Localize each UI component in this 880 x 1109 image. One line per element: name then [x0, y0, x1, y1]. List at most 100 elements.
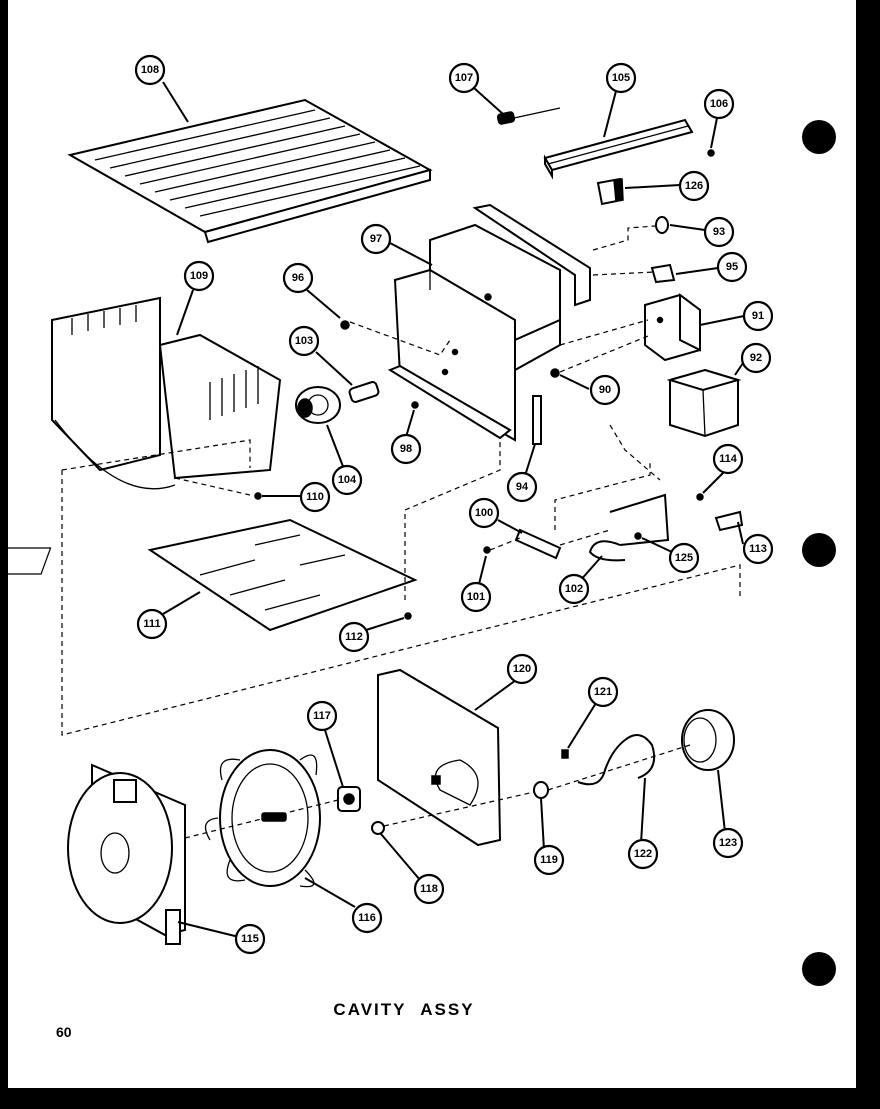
callout-115: 115: [234, 923, 266, 955]
callout-118: 118: [413, 873, 445, 905]
svg-text:90: 90: [599, 384, 611, 396]
callout-126: 126: [678, 170, 710, 202]
svg-text:111: 111: [143, 618, 160, 630]
part-nut-90: [550, 368, 560, 378]
part-bracket-100: [514, 528, 562, 560]
part-cavity-housing: [387, 203, 591, 442]
svg-text:120: 120: [513, 663, 531, 675]
svg-text:107: 107: [455, 72, 473, 84]
binder-hole-top: [802, 120, 836, 154]
svg-text:122: 122: [634, 848, 652, 860]
callout-91: 91: [742, 300, 774, 332]
callout-97: 97: [360, 223, 392, 255]
callout-106: 106: [703, 88, 735, 120]
callout-102: 102: [558, 573, 590, 605]
callout-93: 93: [703, 216, 735, 248]
part-panel-120: [377, 668, 502, 847]
svg-text:108: 108: [141, 64, 159, 76]
callout-109: 109: [183, 260, 215, 292]
part-screw-101: [483, 546, 491, 554]
callout-121: 121: [587, 676, 619, 708]
diagram-title: CAVITY ASSY: [333, 1000, 475, 1019]
svg-text:125: 125: [675, 552, 693, 564]
svg-text:117: 117: [313, 710, 331, 722]
callout-95: 95: [716, 251, 748, 283]
callout-111: 111: [136, 608, 168, 640]
callout-94: 94: [506, 471, 538, 503]
part-screw-98: [411, 401, 419, 409]
part-rail: [543, 118, 694, 180]
svg-text:98: 98: [400, 443, 412, 455]
callout-120: 120: [506, 653, 538, 685]
callout-96: 96: [282, 262, 314, 294]
callout-100: 100: [468, 497, 500, 529]
svg-text:116: 116: [358, 912, 376, 924]
svg-text:109: 109: [190, 270, 208, 282]
part-blower-duct: [51, 296, 282, 490]
svg-text:95: 95: [726, 261, 738, 273]
assembly-guide-lines: [61, 225, 741, 839]
callout-105: 105: [605, 62, 637, 94]
callout-114: 114: [712, 443, 744, 475]
svg-text:119: 119: [540, 854, 558, 866]
leader-lines: [162, 81, 746, 938]
callout-122: 122: [627, 838, 659, 870]
svg-text:96: 96: [292, 272, 304, 284]
part-hub-117: [337, 786, 361, 812]
part-screw-106: [707, 149, 715, 157]
svg-text:104: 104: [338, 474, 357, 486]
part-floor-plate: [0, 518, 418, 632]
part-strip-94: [532, 395, 542, 445]
part-clip-95: [650, 263, 676, 284]
svg-text:106: 106: [710, 98, 728, 110]
part-screw-125: [634, 532, 642, 540]
callout-112: 112: [338, 621, 370, 653]
part-screw-110: [254, 492, 262, 500]
svg-text:123: 123: [719, 837, 737, 849]
part-nut-119: [533, 781, 549, 799]
svg-text:105: 105: [612, 72, 630, 84]
binder-hole-bottom: [802, 952, 836, 986]
part-fan-116: [204, 749, 321, 888]
part-rack-grille: [67, 98, 433, 244]
part-screw-121: [561, 749, 569, 759]
svg-text:101: 101: [467, 591, 485, 603]
svg-text:97: 97: [370, 233, 382, 245]
svg-text:113: 113: [749, 543, 767, 555]
part-wire-122: [577, 734, 656, 786]
svg-text:103: 103: [295, 335, 313, 347]
svg-text:91: 91: [752, 310, 764, 322]
svg-text:92: 92: [750, 352, 762, 364]
svg-text:121: 121: [594, 686, 612, 698]
svg-text:115: 115: [241, 933, 259, 945]
part-clip-113: [714, 510, 744, 532]
svg-text:94: 94: [516, 481, 529, 493]
svg-text:110: 110: [306, 491, 324, 503]
callout-104: 104: [331, 464, 363, 496]
svg-text:102: 102: [565, 583, 583, 595]
svg-text:100: 100: [475, 507, 493, 519]
callout-108: 108: [134, 54, 166, 86]
callout-123: 123: [712, 827, 744, 859]
svg-text:112: 112: [345, 631, 363, 643]
part-nut-96: [340, 320, 350, 330]
callout-116: 116: [351, 902, 383, 934]
callout-90: 90: [589, 374, 621, 406]
part-grommet-93: [655, 216, 669, 234]
binder-hole-middle: [802, 533, 836, 567]
svg-text:126: 126: [685, 180, 703, 192]
part-cover-123: [681, 709, 735, 771]
callout-119: 119: [533, 844, 565, 876]
part-box-91: [644, 293, 701, 362]
part-cube-92: [666, 368, 742, 438]
svg-text:114: 114: [719, 453, 738, 465]
callout-125: 125: [668, 542, 700, 574]
part-screw-107: [496, 107, 561, 125]
part-bracket-126: [596, 177, 624, 206]
part-coupler-103: [348, 381, 380, 403]
part-motor-104: [295, 386, 341, 424]
svg-text:118: 118: [420, 883, 438, 895]
callout-103: 103: [288, 325, 320, 357]
part-heater-102: [588, 493, 670, 562]
